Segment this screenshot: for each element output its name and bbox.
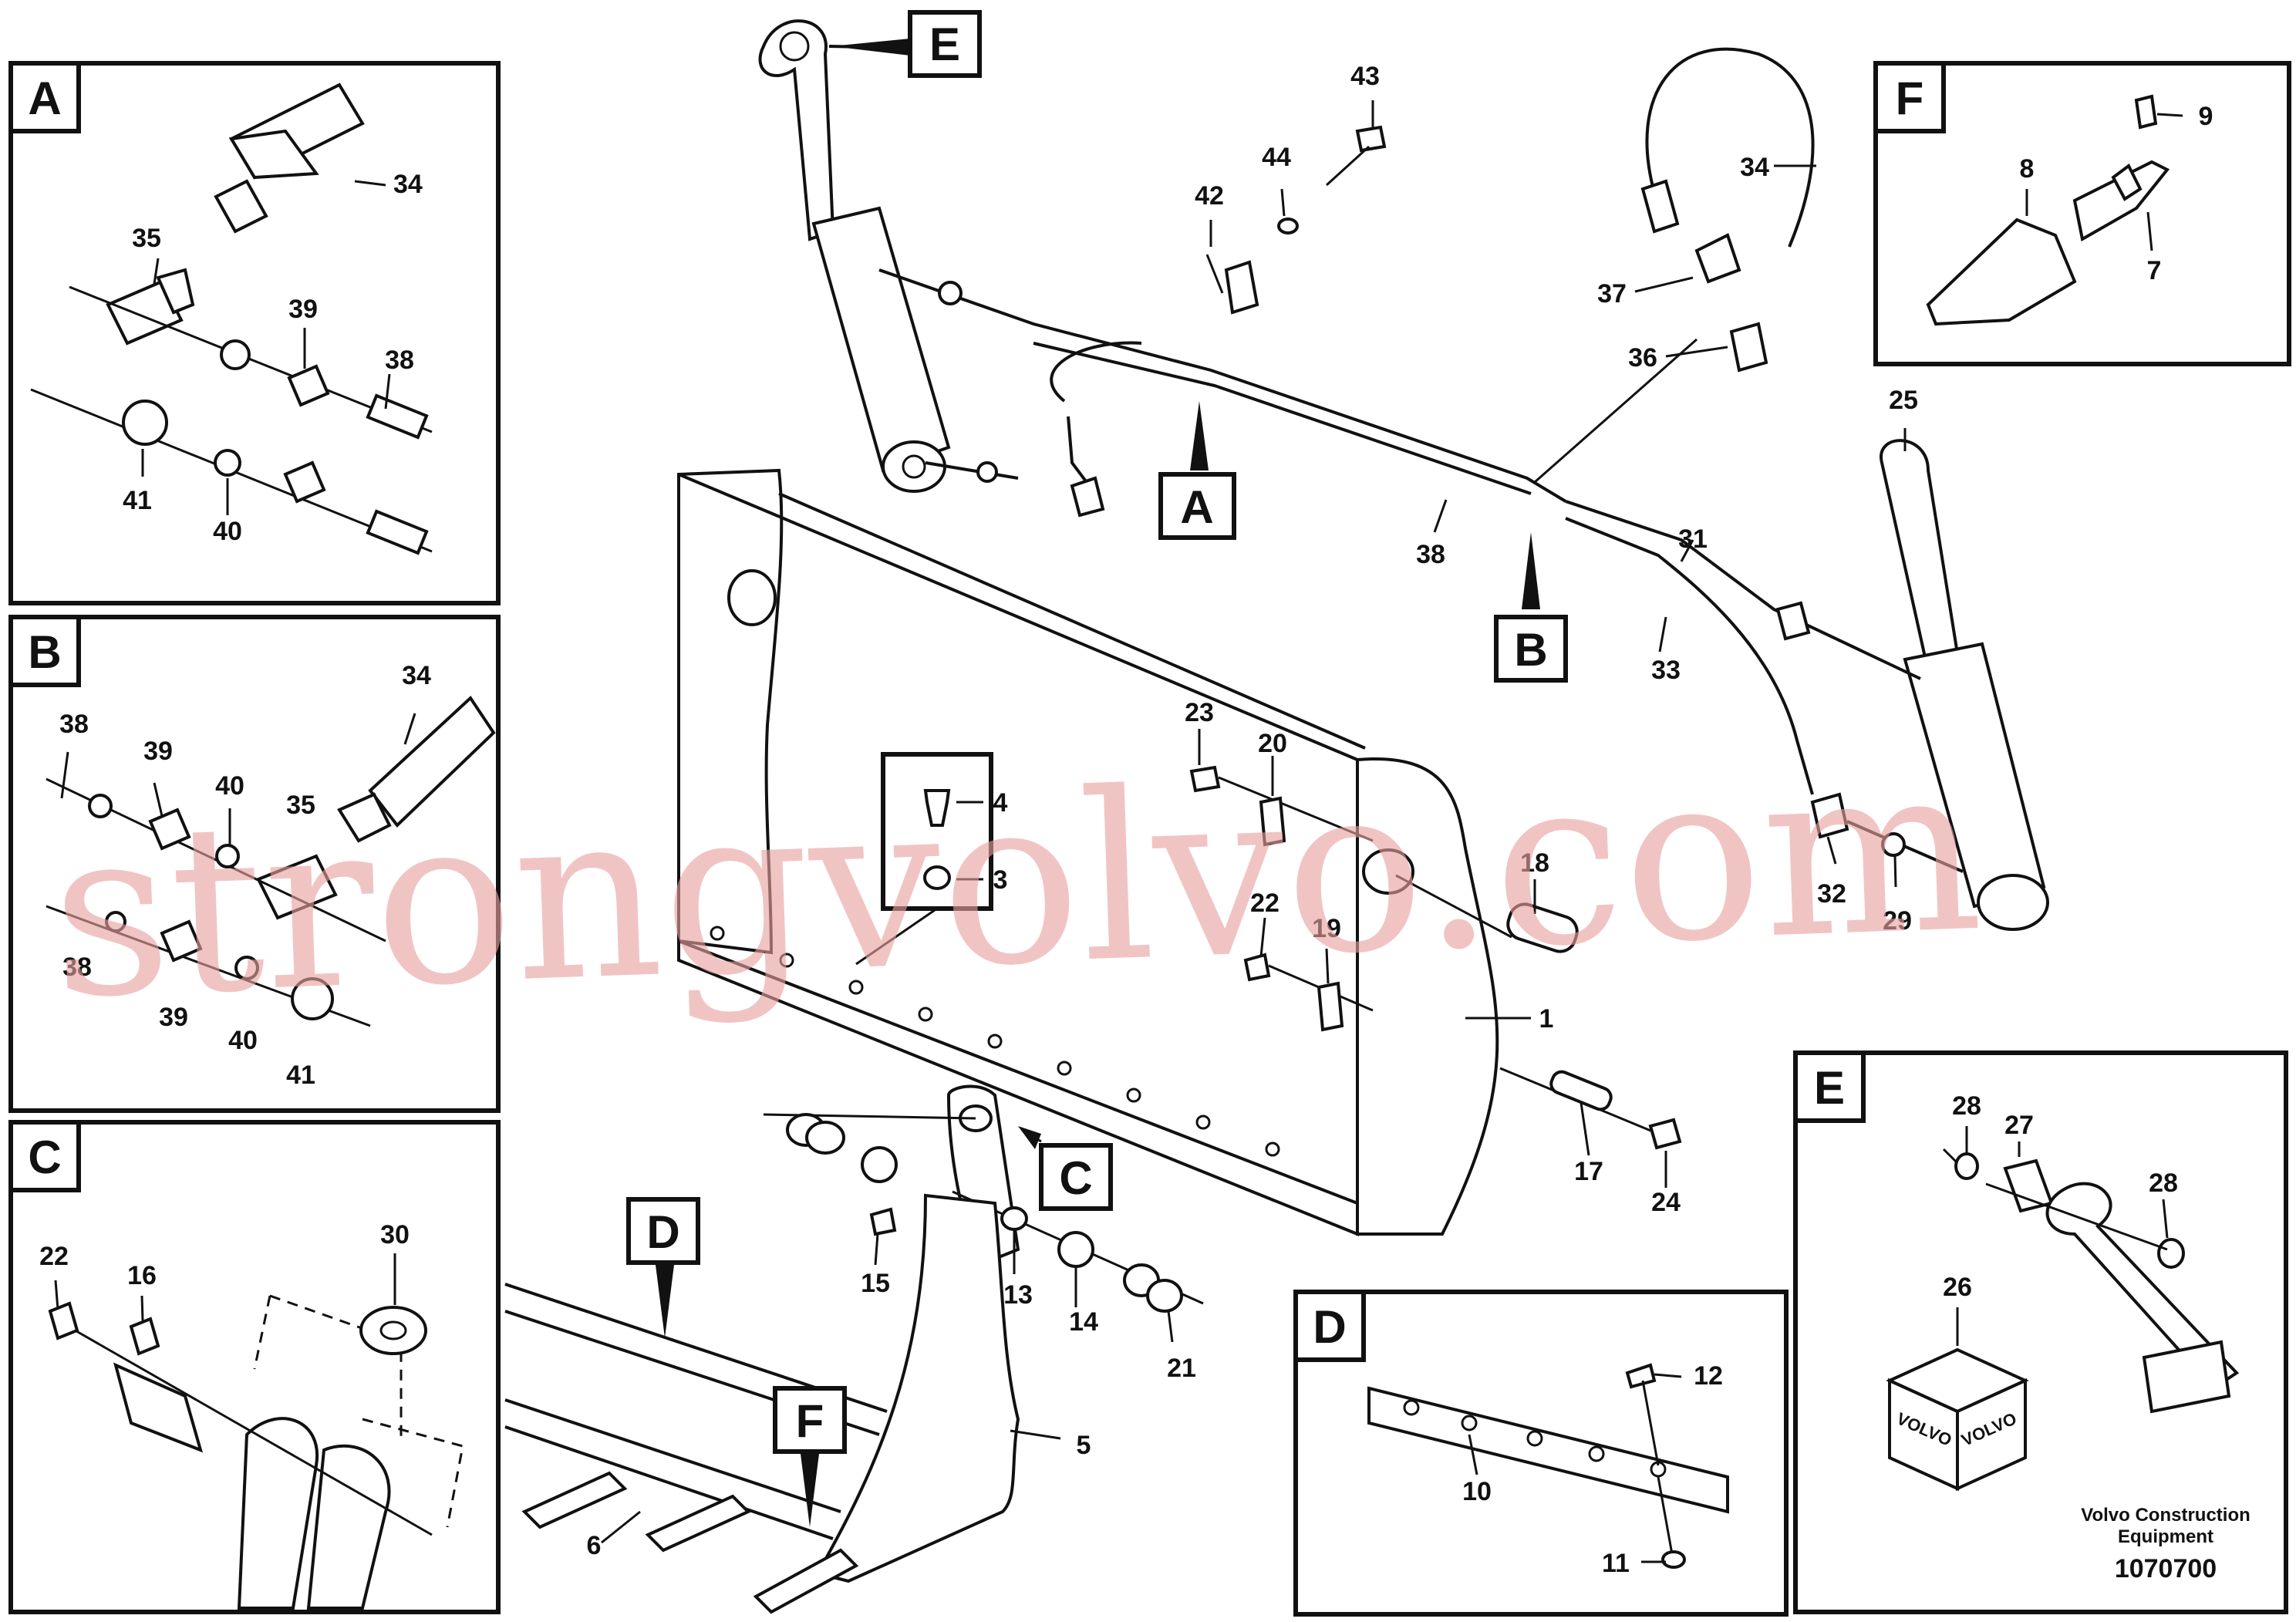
callout-b-40-top: 40: [215, 771, 244, 801]
detail-frame-c: C 22 16 30: [8, 1120, 501, 1614]
callout-6: 6: [587, 1531, 602, 1560]
callout-22: 22: [1250, 889, 1279, 918]
callout-a-34: 34: [393, 170, 423, 199]
detail-frame-b: B 34 38 39 40 35 38 39 40 41: [8, 615, 501, 1113]
volvo-box-icon: VOLVO VOLVO: [1886, 1307, 2029, 1492]
callout-b-35: 35: [286, 791, 315, 820]
callout-c-30: 30: [380, 1220, 410, 1249]
callout-36: 36: [1628, 343, 1657, 373]
callout-4: 4: [993, 788, 1008, 818]
svg-text:B: B: [1514, 624, 1547, 676]
callout-a-41: 41: [123, 486, 152, 515]
callout-33: 33: [1651, 656, 1681, 685]
detail-frame-a-letter: A: [28, 73, 61, 124]
main-assembly: 43 44 42 34 37 36 25 31: [504, 10, 2049, 1614]
callout-d-12: 12: [1694, 1361, 1723, 1391]
callout-b-34: 34: [402, 661, 431, 690]
main-label-e: E: [828, 10, 982, 78]
callout-13: 13: [1003, 1280, 1033, 1310]
callout-b-39-bottom: 39: [159, 1003, 188, 1032]
callout-44: 44: [1262, 143, 1291, 172]
callout-e-27: 27: [2004, 1111, 2034, 1140]
callout-37: 37: [1597, 279, 1627, 309]
callout-b-38-top: 38: [59, 710, 89, 739]
main-label-a: A: [1158, 401, 1236, 540]
callout-18: 18: [1520, 848, 1549, 878]
callout-d-11: 11: [1602, 1549, 1630, 1578]
svg-text:C: C: [1059, 1152, 1092, 1204]
main-label-c: C: [1018, 1126, 1113, 1211]
detail-frame-d: D 12 10 11: [1293, 1290, 1789, 1617]
detail-frame-a: A 34 35 39 38 41 40: [8, 61, 501, 605]
bucket: 18 1: [677, 468, 1579, 1236]
detail-frame-e: E 28 27 28 26 VOLVO VOLVO Volvo Construc…: [1793, 1050, 2288, 1614]
callout-3: 3: [993, 865, 1008, 895]
callout-1: 1: [1539, 1004, 1554, 1034]
callout-c-22: 22: [39, 1242, 69, 1271]
callout-a-40: 40: [213, 517, 242, 546]
detail-frame-d-letter: D: [1313, 1301, 1346, 1353]
callout-b-40-bottom: 40: [228, 1026, 258, 1055]
callout-a-35: 35: [132, 224, 161, 253]
callout-20: 20: [1258, 729, 1287, 758]
callout-38: 38: [1416, 540, 1445, 569]
callout-d-10: 10: [1462, 1477, 1492, 1506]
detail-frame-e-letter: E: [1814, 1062, 1845, 1114]
callout-31: 31: [1678, 524, 1708, 554]
callout-24: 24: [1651, 1188, 1681, 1217]
side-cutter-and-teeth: [504, 1193, 1061, 1614]
callout-21: 21: [1167, 1354, 1196, 1383]
callout-b-38-bottom: 38: [62, 953, 92, 982]
main-label-d: D: [626, 1197, 700, 1338]
right-lift-cylinder: 25: [1880, 386, 2049, 931]
callout-e-28-right: 28: [2149, 1168, 2178, 1198]
footer-company-2: Equipment: [2118, 1526, 2213, 1547]
callout-14: 14: [1069, 1307, 1098, 1337]
callout-b-39-top: 39: [143, 737, 173, 766]
callout-34: 34: [1740, 153, 1769, 182]
callout-f-8: 8: [2020, 154, 2035, 184]
callout-23: 23: [1185, 698, 1214, 727]
callout-c-16: 16: [127, 1261, 157, 1290]
callout-f-7: 7: [2147, 256, 2162, 285]
callout-e-28-left: 28: [1952, 1091, 1981, 1121]
left-lift-cylinder: [758, 19, 951, 493]
svg-text:D: D: [646, 1206, 679, 1258]
svg-text:E: E: [929, 19, 960, 70]
callout-42: 42: [1195, 181, 1224, 211]
main-label-b: B: [1494, 532, 1568, 683]
svg-text:A: A: [1180, 481, 1213, 533]
watermark-text: strongvolvo.com: [47, 713, 1986, 1050]
detail-frame-f: F 9 8 7: [1873, 61, 2291, 366]
callout-5: 5: [1077, 1431, 1091, 1460]
footer-doc-number: 1070700: [2115, 1554, 2217, 1583]
callout-b-41: 41: [286, 1061, 315, 1090]
footer-company: Volvo Construction: [2081, 1505, 2250, 1526]
svg-text:F: F: [796, 1395, 824, 1447]
callout-29: 29: [1883, 906, 1912, 936]
callout-a-38: 38: [385, 346, 414, 375]
callout-25: 25: [1889, 386, 1918, 415]
callout-e-26: 26: [1943, 1273, 1972, 1302]
main-label-f: F: [773, 1386, 847, 1527]
detail-frame-c-letter: C: [28, 1131, 61, 1183]
detail-frame-b-letter: B: [28, 626, 61, 678]
callout-19: 19: [1312, 914, 1341, 943]
callout-17: 17: [1574, 1157, 1603, 1186]
callout-15: 15: [861, 1269, 890, 1298]
callout-a-39: 39: [288, 295, 318, 324]
detail-frame-f-letter: F: [1896, 73, 1924, 124]
callout-43: 43: [1350, 62, 1380, 91]
callout-f-9: 9: [2199, 102, 2213, 131]
bolt-nut-inset: [855, 752, 993, 966]
callout-32: 32: [1817, 879, 1846, 909]
